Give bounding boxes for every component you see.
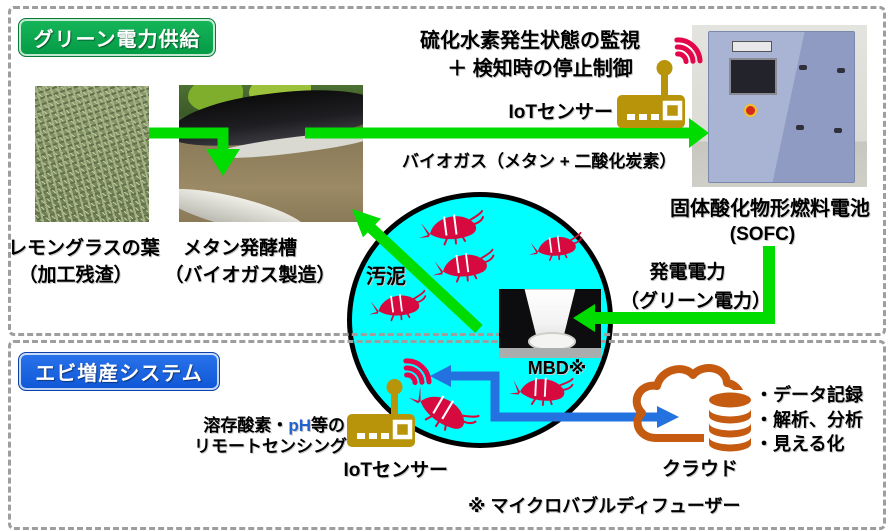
lemongrass-caption2: （加工残渣） <box>18 265 133 286</box>
lemongrass-caption1: レモングラスの葉 <box>8 238 160 259</box>
iot-sensor-label-bottom: IoTセンサー <box>343 460 449 481</box>
lemongrass-photo <box>35 86 149 222</box>
mbd-footnote: ※ マイクロバブルディフューザー <box>468 496 741 516</box>
sofc-label: 固体酸化物形燃料電池 <box>670 198 870 220</box>
shrimp-system-badge: エビ増産システム <box>18 352 220 391</box>
cloud-icon <box>632 364 746 442</box>
sofc-control-strip <box>731 41 772 53</box>
sofc-latch <box>836 68 845 74</box>
sofc-latch <box>798 65 807 71</box>
sofc-latch <box>795 124 804 130</box>
cloud-bullet-1: ・データ記録 <box>755 385 863 405</box>
cloud-label: クラウド <box>661 459 738 480</box>
sofc-photo <box>692 25 867 187</box>
sludge-label: 汚泥 <box>366 266 406 288</box>
microbubble-photo <box>499 289 601 358</box>
diffuser-base-shape <box>499 348 601 358</box>
cloud-bullet-2: ・解析、分析 <box>755 410 863 430</box>
sensing-ph: pH <box>288 416 311 435</box>
power-label-line2: （グリーン電力） <box>620 291 772 312</box>
sofc-screen <box>729 57 777 95</box>
white-tube-shape <box>179 179 310 222</box>
sofc-cabinet-shape <box>707 31 855 183</box>
mbd-label: MBD※ <box>527 358 587 378</box>
cloud-bullet-3: ・見える化 <box>755 434 845 454</box>
iot-sensor-label-top: IoTセンサー <box>508 102 614 123</box>
sofc-abbr-label: (SOFC) <box>729 224 796 245</box>
sensing-label-line2: リモートセンシング <box>194 437 347 456</box>
sofc-emergency-button <box>743 104 757 117</box>
digester-caption2: （バイオガス製造） <box>164 265 336 286</box>
power-label-line1: 発電電力 <box>649 262 726 283</box>
h2s-monitor-line1: 硫化水素発生状態の監視 <box>420 30 640 52</box>
digester-caption1: メタン発酵槽 <box>182 238 297 259</box>
green-power-badge: グリーン電力供給 <box>18 18 216 57</box>
sensing-pre: 溶存酸素・ <box>203 416 289 435</box>
sensing-label-line1: 溶存酸素・pH等の <box>183 411 345 436</box>
database-icon <box>704 390 756 454</box>
h2s-monitor-line2: ＋ 検知時の停止制御 <box>447 58 633 80</box>
sofc-latch <box>833 127 842 133</box>
sensing-post: 等の <box>311 416 345 435</box>
methane-digester-photo <box>179 85 363 222</box>
biogas-label: バイオガス（メタン + 二酸化炭素） <box>402 152 677 171</box>
